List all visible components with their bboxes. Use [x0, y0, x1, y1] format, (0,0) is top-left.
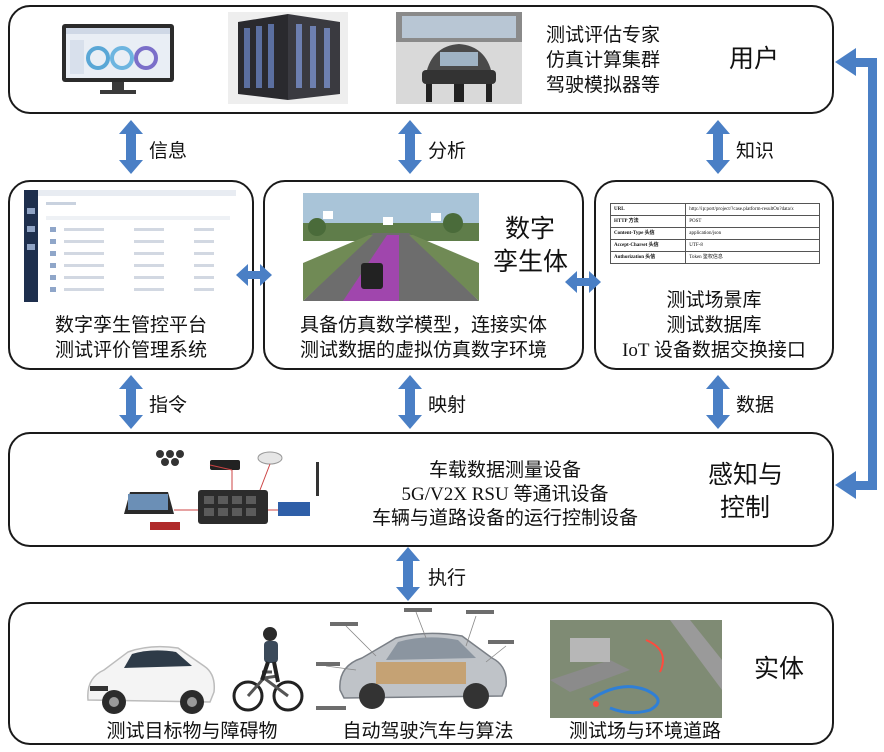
platform-twin-arrow: [236, 264, 272, 286]
user-line-1: 测试评估专家: [546, 24, 661, 46]
interface-table-key: HTTP 方法: [609, 215, 687, 228]
server-cluster-image: [228, 12, 348, 104]
library-line-1: 测试场景库: [666, 289, 762, 311]
interface-table-value: application/json: [685, 227, 820, 240]
sensing-line-3: 车辆与道路设备的运行控制设备: [371, 507, 638, 529]
user-line-2: 仿真计算集群: [546, 49, 661, 71]
sensing-line-1: 车载数据测量设备: [428, 459, 581, 481]
info-arrow: [119, 120, 143, 174]
sensing-box: [8, 432, 834, 547]
entity-title: 实体: [754, 654, 805, 683]
interface-table-key: Authorization 头信: [609, 251, 687, 264]
sensing-title-line-2: 控制: [720, 493, 771, 522]
platform-line-2: 测试评价管理系统: [54, 339, 207, 361]
data-arrow: [706, 375, 730, 429]
autonomous-vehicle-image: [316, 606, 516, 718]
entity-caption-2: 自动驾驶汽车与算法: [342, 720, 514, 742]
library-line-3: IoT 设备数据交换接口: [622, 340, 806, 361]
user-title: 用户: [729, 44, 780, 73]
entity-caption-1: 测试目标物与障碍物: [106, 720, 278, 742]
knowledge-arrow: [706, 120, 730, 174]
library-line-2: 测试数据库: [666, 314, 762, 336]
command-label: 指令: [149, 394, 188, 416]
cyclist-image: [232, 624, 304, 716]
twin-desc-line-1: 具备仿真数学模型，连接实体: [299, 314, 547, 336]
twin-desc-line-2: 测试数据的虚拟仿真数字环境: [299, 339, 547, 361]
interface-table-value: UTF-8: [685, 239, 820, 252]
driving-simulator-image: [396, 12, 522, 104]
target-car-image: [80, 622, 220, 718]
interface-table-key: URL: [609, 203, 687, 216]
execute-label: 执行: [428, 567, 467, 589]
analysis-label: 分析: [428, 140, 467, 162]
twin-title-line-1: 数字: [505, 214, 556, 243]
interface-table-value: Token 鉴权信息: [685, 251, 820, 264]
command-arrow: [119, 375, 143, 429]
knowledge-label: 知识: [736, 140, 775, 162]
mapping-arrow: [398, 375, 422, 429]
sensing-line-2: 5G/V2X RSU 等通讯设备: [401, 484, 609, 505]
user-line-3: 驾驶模拟器等: [546, 74, 661, 96]
execute-arrow: [396, 547, 420, 601]
virtual-road-image: [303, 193, 479, 301]
platform-line-1: 数字孪生管控平台: [54, 314, 207, 336]
monitor-image: [58, 18, 178, 98]
interface-table-value: POST: [685, 215, 820, 228]
interface-table-key: Accept-Charset 头信: [609, 239, 687, 252]
interface-table-key: Content-Type 头信: [609, 227, 687, 240]
info-label: 信息: [149, 140, 188, 162]
mapping-label: 映射: [428, 394, 467, 416]
platform-screenshot: [24, 190, 236, 302]
sensing-devices-image: [110, 440, 340, 540]
analysis-arrow: [398, 120, 422, 174]
test-field-image: [550, 620, 722, 718]
feedback-loop-arrow: [835, 48, 877, 499]
sensing-title-line-1: 感知与: [708, 460, 784, 489]
data-label: 数据: [736, 394, 775, 416]
twin-title-line-2: 孪生体: [493, 247, 569, 276]
interface-table-value: http://ip:port/project/?case.platform-re…: [685, 203, 820, 216]
entity-caption-3: 测试场与环境道路: [568, 720, 721, 742]
